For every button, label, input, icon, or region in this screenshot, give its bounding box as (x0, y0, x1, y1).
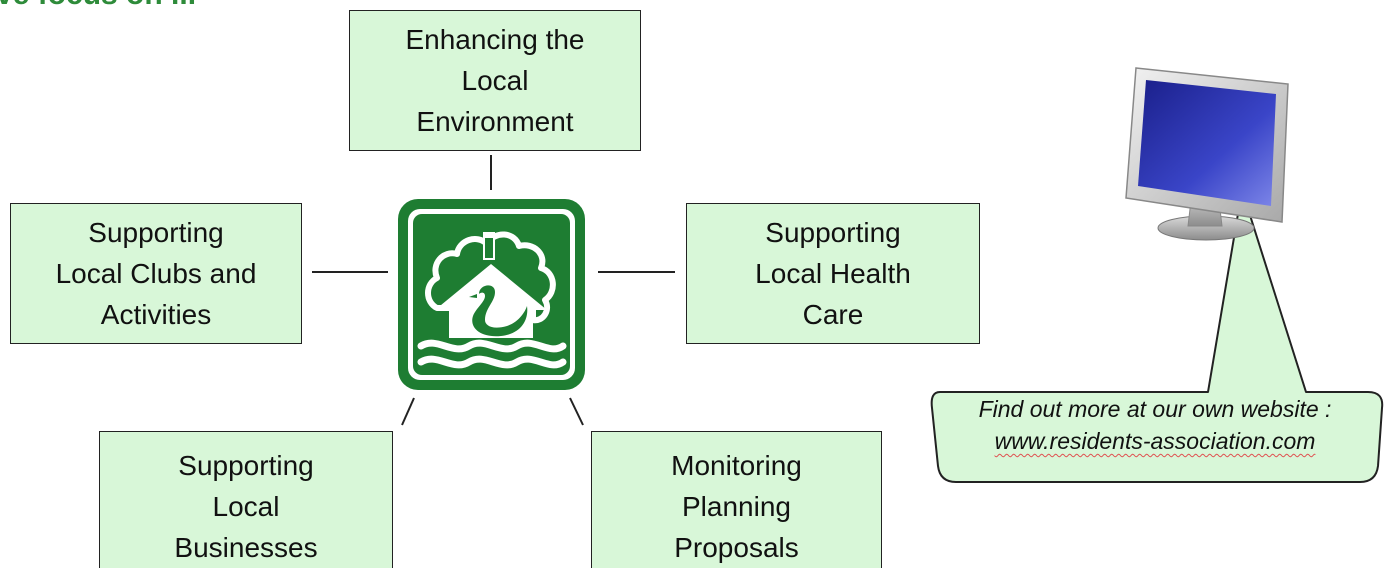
focus-box-business: Supporting Local Businesses (99, 431, 393, 568)
focus-box-clubs: Supporting Local Clubs and Activities (10, 203, 302, 344)
computer-monitor-icon (1125, 67, 1289, 241)
speech-bubble (930, 189, 1384, 483)
focus-box-health: Supporting Local Health Care (686, 203, 980, 344)
focus-box-planning: Monitoring Planning Proposals (591, 431, 882, 568)
connector-bottom-right (569, 397, 584, 426)
residents-association-logo-icon (398, 199, 585, 390)
focus-box-environment: Enhancing the Local Environment (349, 10, 641, 151)
header-title: ve focus on ... (0, 0, 196, 12)
connector-bottom-left (401, 397, 415, 426)
callout-text: Find out more at our own website : www.r… (935, 393, 1375, 457)
website-link[interactable]: www.residents-association.com (994, 428, 1316, 454)
callout-line1: Find out more at our own website : (978, 396, 1332, 422)
